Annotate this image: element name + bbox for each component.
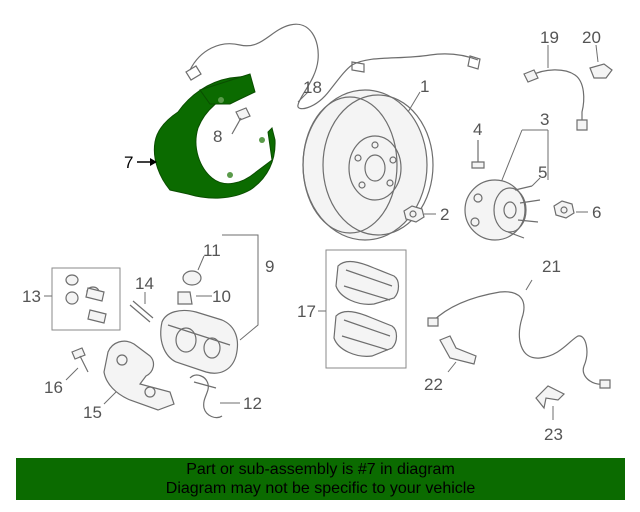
part-2-nut[interactable] [403, 205, 436, 223]
banner-line-1: Part or sub-assembly is #7 in diagram [186, 461, 455, 478]
callout-10: 10 [212, 287, 231, 306]
part-16-bolt[interactable] [65, 347, 89, 381]
info-banner: Part or sub-assembly is #7 in diagram Di… [16, 458, 625, 500]
leader-3 [499, 129, 549, 186]
part-21-wear-sensor[interactable] [427, 279, 611, 389]
part-7-dust-shield[interactable] [153, 73, 276, 199]
callout-14: 14 [135, 274, 154, 293]
part-12-spring-clip[interactable] [189, 374, 240, 419]
callout-18: 18 [303, 78, 322, 97]
part-1-brake-rotor[interactable] [302, 89, 434, 241]
callout-12: 12 [243, 394, 262, 413]
callout-23: 23 [544, 425, 563, 444]
dust-shield-hole [259, 137, 265, 143]
part-22-bracket[interactable] [439, 335, 477, 373]
callout-21: 21 [542, 257, 561, 276]
callout-8: 8 [213, 127, 222, 146]
callout-7: 7 [124, 153, 133, 172]
callout-1: 1 [420, 77, 429, 96]
callout-9: 9 [265, 257, 274, 276]
parts-diagram: 18 7 8 1 2 3 [22, 23, 613, 444]
part-19-brake-hose[interactable] [523, 45, 588, 131]
callout-20: 20 [582, 28, 601, 47]
leader-7-arrowhead [150, 158, 157, 166]
callout-17: 17 [297, 302, 316, 321]
part-13-boot-kit[interactable] [44, 267, 121, 331]
dust-shield-hole [227, 172, 233, 178]
callout-16: 16 [44, 378, 63, 397]
callout-19: 19 [540, 28, 559, 47]
part-9-caliper[interactable] [160, 309, 239, 374]
callout-5: 5 [538, 163, 547, 182]
leader-9-bracket [222, 234, 259, 341]
part-6-axle-nut[interactable] [553, 200, 588, 219]
banner-line-2: Diagram may not be specific to your vehi… [165, 480, 476, 497]
part-17-brake-pads[interactable] [318, 249, 407, 369]
callout-4: 4 [473, 120, 482, 139]
part-11-cap[interactable] [182, 255, 205, 286]
part-4-bolt[interactable] [471, 140, 485, 169]
part-14-guide-pin[interactable] [129, 292, 154, 323]
callout-22: 22 [424, 375, 443, 394]
dust-shield-upper-tab [199, 73, 256, 105]
callout-13: 13 [22, 287, 41, 306]
callout-6: 6 [592, 203, 601, 222]
callout-3: 3 [540, 110, 549, 129]
callout-11: 11 [203, 241, 221, 260]
dust-shield-hole [218, 97, 224, 103]
part-18-sensor-wire[interactable] [185, 23, 481, 110]
callout-2: 2 [440, 205, 449, 224]
part-5-wheel-hub[interactable] [464, 177, 541, 241]
part-10-bleeder[interactable] [177, 291, 212, 305]
part-8-bolt[interactable] [231, 107, 251, 135]
part-15-caliper-bracket[interactable] [103, 340, 175, 411]
part-23-clip[interactable] [535, 385, 566, 420]
callout-15: 15 [83, 403, 102, 422]
part-20-clip[interactable] [589, 44, 613, 79]
